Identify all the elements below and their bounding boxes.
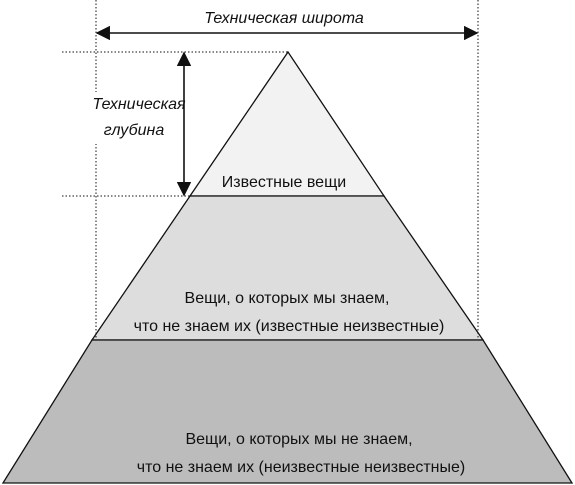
tier-known-unknown-label-line1: Вещи, о которых мы знаем, bbox=[185, 290, 390, 307]
tier-known-unknown-label-line2: что не знаем их (известные неизвестные) bbox=[134, 318, 445, 335]
tier-unknown-unknown-label-line2: что не знаем их (неизвестные неизвестные… bbox=[137, 459, 465, 476]
tier-known-known-label: Известные вещи bbox=[222, 174, 346, 191]
depth-label-line1: Техническая bbox=[92, 96, 186, 113]
tier-unknown-unknown-label-line1: Вещи, о которых мы не знаем, bbox=[185, 431, 412, 448]
depth-label-line2: глубина bbox=[104, 122, 165, 139]
tier-unknown-unknown bbox=[1, 339, 574, 484]
depth-label-backing bbox=[94, 92, 182, 144]
width-label: Техническая широта bbox=[204, 10, 364, 27]
